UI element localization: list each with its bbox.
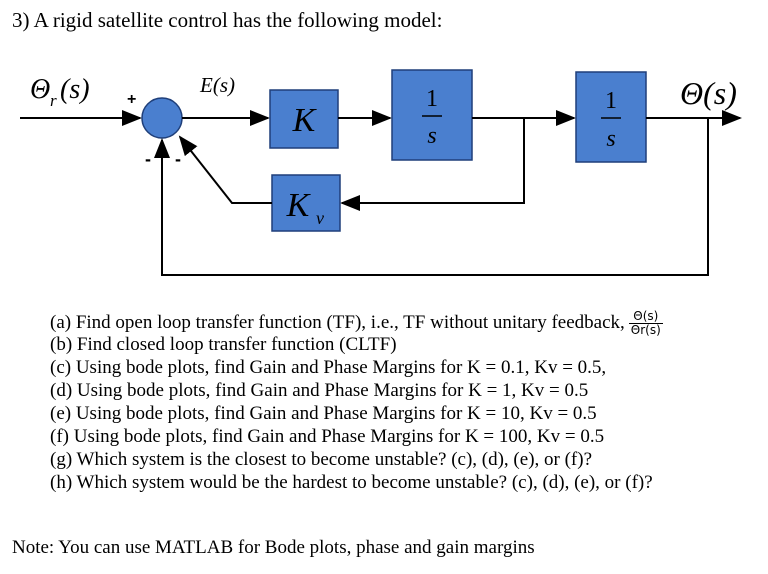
question-c: (c) Using bode plots, find Gain and Phas… <box>50 357 607 378</box>
integrator-1-den: s <box>427 123 436 149</box>
inner-feedback-path <box>340 118 525 211</box>
kv-to-sum-path <box>178 135 272 204</box>
question-a-text: (a) Find open loop transfer function (TF… <box>50 311 625 333</box>
question-e: (e) Using bode plots, find Gain and Phas… <box>50 403 597 424</box>
question-a-fraction: Θ(s)Θr(s) <box>628 310 663 337</box>
gain-block-k <box>269 89 339 149</box>
gain-block-kv <box>271 174 341 232</box>
question-list: (a) Find open loop transfer function (TF… <box>50 310 663 494</box>
integrator-2-num: 1 <box>605 88 617 114</box>
gain-block-kv-sub: v <box>316 208 324 228</box>
question-g: (g) Which system is the closest to becom… <box>50 449 593 470</box>
matlab-note: Note: You can use MATLAB for Bode plots,… <box>12 537 535 558</box>
integrator-2-den: s <box>606 126 615 152</box>
plus-sign: + <box>127 91 136 108</box>
fraction-denominator: Θr(s) <box>630 323 661 337</box>
input-label-sub: r <box>50 91 57 110</box>
question-a: (a) Find open loop transfer function (TF… <box>50 310 663 337</box>
integrator-block-1 <box>391 69 473 161</box>
problem-title: 3) A rigid satellite control has the fol… <box>12 8 443 32</box>
minus-sign-outer: - <box>145 149 151 169</box>
outer-feedback-path <box>154 118 709 276</box>
question-b: (b) Find closed loop transfer function (… <box>50 334 397 355</box>
question-h: (h) Which system would be the hardest to… <box>50 472 653 493</box>
question-d: (d) Using bode plots, find Gain and Phas… <box>50 380 589 401</box>
error-label: E(s) <box>199 73 235 97</box>
minus-sign-inner: - <box>175 149 181 169</box>
question-f: (f) Using bode plots, find Gain and Phas… <box>50 426 605 447</box>
gain-block-k-label: K <box>292 102 318 139</box>
gain-block-kv-label: K <box>286 187 312 224</box>
summing-junction <box>141 97 183 139</box>
integrator-1-num: 1 <box>426 86 438 112</box>
block-diagram: Θ r (s) + - - E(s) K 1 s 1 s Θ(s) K v <box>20 69 742 276</box>
fraction-numerator: Θ(s) <box>628 310 663 324</box>
input-label-arg: (s) <box>60 74 90 105</box>
input-label: Θ <box>30 74 50 105</box>
output-label: Θ(s) <box>680 75 737 111</box>
